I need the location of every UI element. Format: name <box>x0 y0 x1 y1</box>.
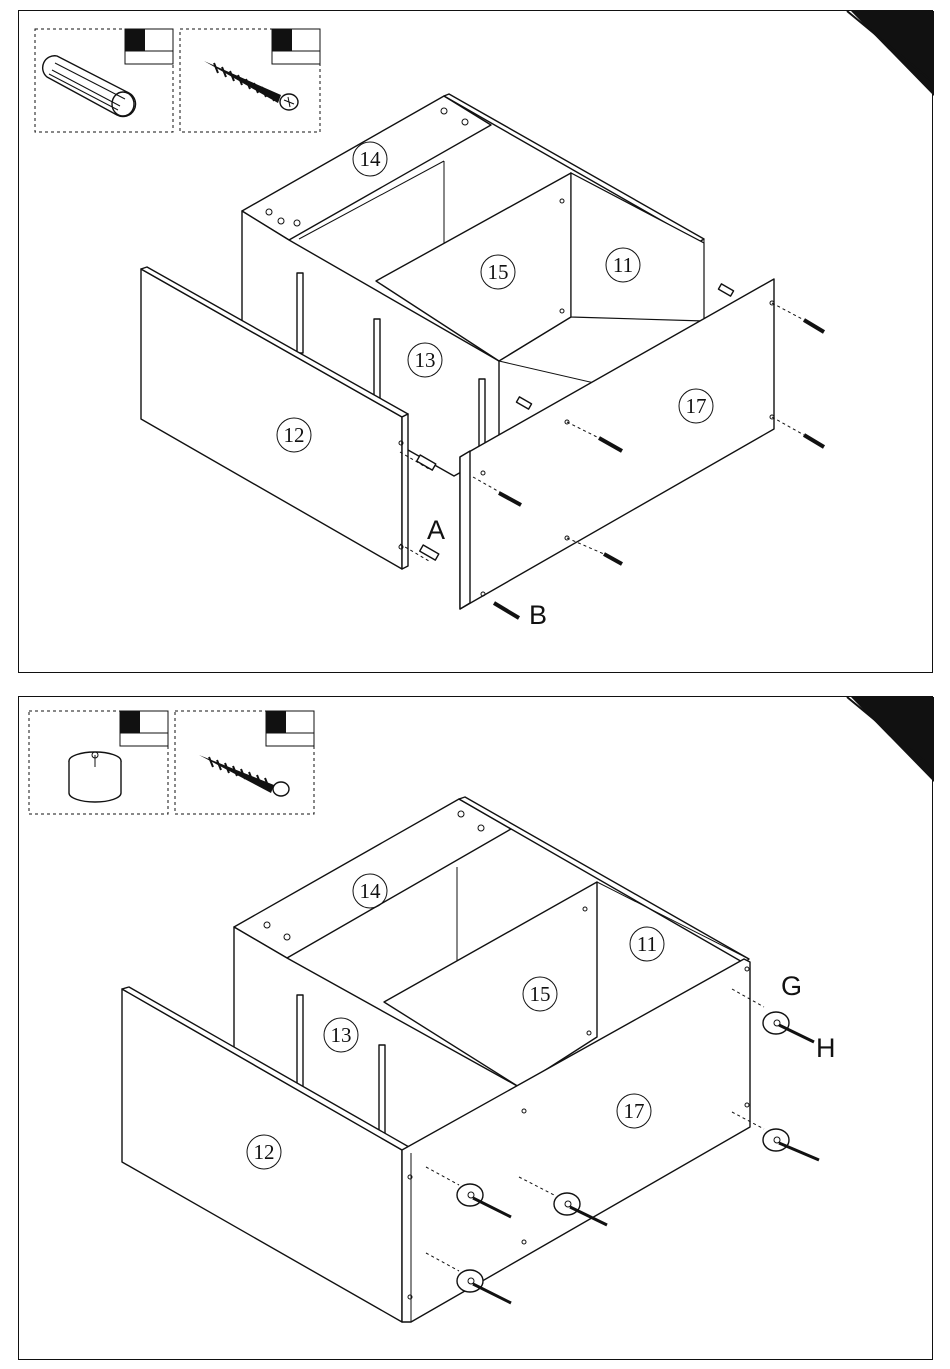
svg-text:13: 13 <box>415 348 436 372</box>
svg-text:11: 11 <box>613 253 633 277</box>
svg-text:11: 11 <box>637 932 657 956</box>
hardware-label-b: B <box>529 600 547 630</box>
foot-icon <box>69 752 121 802</box>
hardware-box-screw <box>175 711 314 814</box>
hardware-label-g: G <box>781 971 802 1001</box>
svg-text:14: 14 <box>360 147 382 171</box>
svg-text:12: 12 <box>284 423 305 447</box>
svg-text:12: 12 <box>254 1140 275 1164</box>
step-1-drawing: 14 15 11 13 12 17 A B <box>19 11 934 674</box>
svg-text:15: 15 <box>530 982 551 1006</box>
corner-tab-icon <box>847 11 934 96</box>
assembly-step-1: 14 15 11 13 12 17 A B <box>18 10 933 673</box>
corner-tab-icon <box>847 697 934 782</box>
hardware-box-foot <box>29 711 168 814</box>
quantity-box-icon <box>120 711 168 746</box>
quantity-box-icon <box>272 29 320 64</box>
screw-icon <box>199 755 289 796</box>
svg-text:14: 14 <box>360 879 382 903</box>
dowel-icon <box>43 56 136 117</box>
svg-text:15: 15 <box>488 260 509 284</box>
part-label-11: 11 <box>630 927 664 961</box>
svg-text:13: 13 <box>331 1023 352 1047</box>
svg-text:17: 17 <box>624 1099 645 1123</box>
screw-icon <box>204 61 298 110</box>
quantity-box-icon <box>266 711 314 746</box>
quantity-box-icon <box>125 29 173 64</box>
hardware-box-screw <box>180 29 320 132</box>
step-2-drawing: 14 11 15 13 17 12 G H <box>19 697 934 1361</box>
hardware-label-a: A <box>427 515 445 545</box>
hardware-label-h: H <box>816 1033 836 1063</box>
hardware-box-dowel <box>35 29 173 132</box>
assembly-step-2: 14 11 15 13 17 12 G H <box>18 696 933 1360</box>
svg-text:17: 17 <box>686 394 707 418</box>
